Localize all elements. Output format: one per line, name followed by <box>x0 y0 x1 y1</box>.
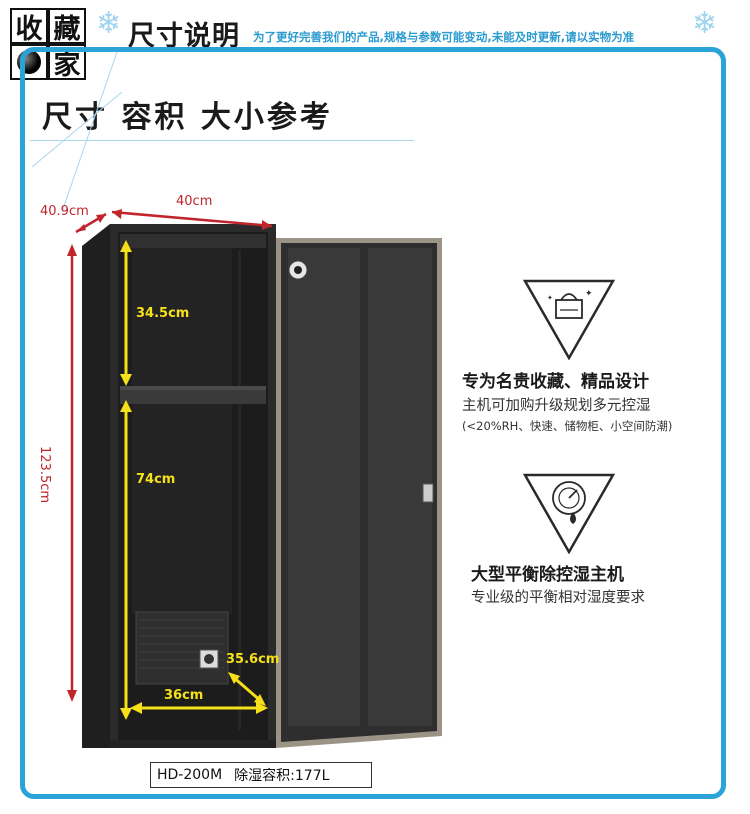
logo-char-1: 收 <box>10 8 48 45</box>
brand-logo: 收 藏 家 <box>10 8 90 82</box>
unit-depth-label: 35.6cm <box>226 652 280 667</box>
model-label: HD-200M 除湿容积:177L <box>150 762 372 788</box>
upper-shelf-label: 34.5cm <box>136 306 190 321</box>
logo-char-2: 藏 <box>48 8 86 45</box>
model-name: HD-200M <box>157 767 223 783</box>
model-capacity: 除湿容积:177L <box>234 768 330 784</box>
depth-label: 40.9cm <box>40 204 89 219</box>
header-note: 为了更好完善我们的产品,规格与参数可能变动,未能及时更新,请以实物为准 <box>253 30 635 44</box>
gauge-icon <box>523 473 615 554</box>
handbag-icon: ✦ ✦ <box>523 279 615 360</box>
height-label: 123.5cm <box>37 446 52 504</box>
svg-text:✦: ✦ <box>585 289 593 299</box>
feature-1-heading: 专为名贵收藏、精品设计 <box>462 372 649 392</box>
lower-space-label: 74cm <box>136 472 176 487</box>
title-underline <box>30 140 414 141</box>
feature-2-line1: 专业级的平衡相对湿度要求 <box>471 590 645 606</box>
width-label: 40cm <box>176 194 213 209</box>
svg-text:✦: ✦ <box>547 294 553 302</box>
snowflake-icon: ❄ <box>96 6 122 41</box>
inner-width-label: 36cm <box>164 688 204 703</box>
content-frame <box>20 47 726 799</box>
feature-1-line1: 主机可加购升级规划多元控湿 <box>462 398 651 414</box>
header-title: 尺寸说明 <box>128 21 240 52</box>
decorative-lines <box>31 52 123 213</box>
feature-1-line2: (<20%RH、快速、储物柜、小空间防潮) <box>462 419 673 433</box>
feature-2-heading: 大型平衡除控湿主机 <box>471 565 624 585</box>
snowflake-icon: ❄ <box>692 6 718 41</box>
